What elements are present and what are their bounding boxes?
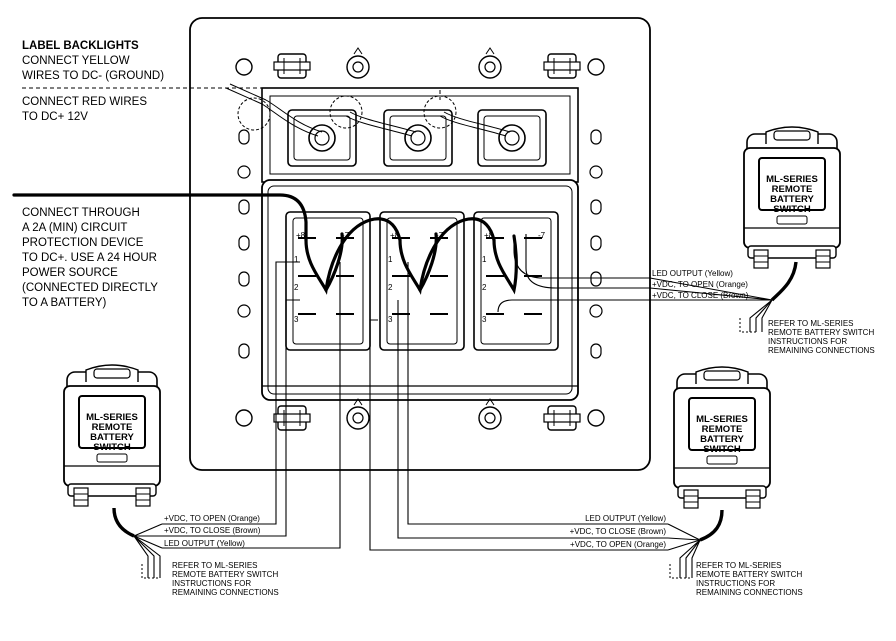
splice-markers — [237, 95, 457, 131]
circuit-breaker — [477, 109, 547, 167]
connect-note-line: CONNECT THROUGH — [22, 207, 140, 219]
battery-switch-label: REMOTE — [772, 184, 813, 195]
signal-wires — [162, 234, 668, 551]
wire-label-led: LED OUTPUT (Yellow) — [164, 539, 245, 548]
connect-note-line: (CONNECTED DIRECTLY — [22, 282, 158, 294]
connect-note-line: POWER SOURCE — [22, 267, 118, 279]
refer-note-line: REMAINING CONNECTIONS — [768, 346, 875, 355]
backlight-wires — [261, 99, 511, 137]
wire-clip-icon — [273, 405, 311, 431]
terminal-label: 2 — [388, 283, 393, 292]
refer-note-line: REFER TO ML-SERIES — [768, 319, 854, 328]
wire-labels-bottom-right: LED OUTPUT (Yellow) +VDC, TO CLOSE (Brow… — [570, 514, 667, 549]
connect-note-line: TO DC+. USE A 24 HOUR — [22, 252, 157, 264]
refer-note-line: INSTRUCTIONS FOR — [696, 579, 775, 588]
terminal-label: 3 — [388, 315, 393, 324]
wire-label-open: +VDC, TO OPEN (Orange) — [570, 540, 666, 549]
wire-label-led: LED OUTPUT (Yellow) — [652, 269, 733, 278]
red-note-line: CONNECT RED WIRES — [22, 96, 147, 108]
refer-note-bottom-right: REFER TO ML-SERIES REMOTE BATTERY SWITCH… — [696, 561, 803, 597]
yellow-note-line: CONNECT YELLOW — [22, 55, 130, 67]
battery-switch-label: ML-SERIES — [696, 414, 748, 425]
battery-switch-label: BATTERY — [700, 434, 744, 445]
battery-switch-label: BATTERY — [90, 432, 134, 443]
left-notes: LABEL BACKLIGHTS CONNECT YELLOW WIRES TO… — [22, 40, 164, 309]
refer-note-line: REMOTE BATTERY SWITCH — [172, 570, 278, 579]
terminal-label: 1 — [482, 255, 487, 264]
edge-slots-left — [237, 129, 251, 359]
battery-switch-label: ML-SERIES — [766, 174, 818, 185]
battery-switch-left: ML-SERIES REMOTE BATTERY SWITCH — [63, 364, 161, 507]
wire-label-led: LED OUTPUT (Yellow) — [585, 514, 666, 523]
terminal-label: 3 — [294, 315, 299, 324]
refer-note-line: REMAINING CONNECTIONS — [172, 588, 279, 597]
terminal-label: 3 — [482, 315, 487, 324]
battery-switch-label: ML-SERIES — [86, 412, 138, 423]
terminal-label: 2 — [294, 283, 299, 292]
terminal-label: +8 — [296, 231, 306, 240]
terminal-label: +8 — [390, 231, 400, 240]
refer-note-line: REMOTE BATTERY SWITCH — [768, 328, 874, 337]
terminal-label: 1 — [388, 255, 393, 264]
battery-switch-top-right: ML-SERIES REMOTE BATTERY SWITCH — [743, 126, 841, 269]
yellow-note-line: WIRES TO DC- (GROUND) — [22, 70, 164, 82]
battery-switch-label: BATTERY — [770, 194, 814, 205]
wire-label-close: +VDC, TO CLOSE (Brown) — [652, 291, 749, 300]
wire-clip-icon — [543, 53, 581, 79]
refer-note-line: REMOTE BATTERY SWITCH — [696, 570, 802, 579]
battery-switch-label: SWITCH — [773, 204, 811, 215]
battery-switch-label: SWITCH — [703, 444, 741, 455]
wire-labels-left: +VDC, TO OPEN (Orange) +VDC, TO CLOSE (B… — [164, 514, 261, 548]
wire-label-close: +VDC, TO CLOSE (Brown) — [570, 527, 667, 536]
terminal-label: +8 — [484, 231, 494, 240]
circuit-breaker — [383, 109, 453, 167]
red-note-line: TO DC+ 12V — [22, 111, 88, 123]
refer-note-line: INSTRUCTIONS FOR — [768, 337, 847, 346]
refer-note-line: REFER TO ML-SERIES — [172, 561, 258, 570]
wire-clip-icon — [543, 405, 581, 431]
harness-bottom-right — [667, 509, 724, 579]
wire-clip-icon — [273, 53, 311, 79]
refer-note-top-right: REFER TO ML-SERIES REMOTE BATTERY SWITCH… — [768, 319, 875, 355]
circuit-breaker — [287, 109, 357, 167]
harness-top-right — [649, 261, 798, 333]
harness-left — [112, 507, 163, 579]
terminal-label: 2 — [482, 283, 487, 292]
edge-slots-right — [589, 129, 603, 359]
corner-holes — [235, 58, 605, 427]
wire-label-open: +VDC, TO OPEN (Orange) — [652, 280, 748, 289]
backlight-heading: LABEL BACKLIGHTS — [22, 40, 139, 52]
connect-note-line: TO A BATTERY) — [22, 297, 107, 309]
terminal-label: 1 — [294, 255, 299, 264]
refer-note-line: REMAINING CONNECTIONS — [696, 588, 803, 597]
battery-switch-label: REMOTE — [92, 422, 133, 433]
switch-panel — [189, 17, 651, 471]
terminal-label: -7 — [538, 231, 546, 240]
battery-switch-bottom-right: ML-SERIES REMOTE BATTERY SWITCH — [673, 366, 771, 509]
refer-note-left: REFER TO ML-SERIES REMOTE BATTERY SWITCH… — [172, 561, 279, 597]
battery-switch-label: SWITCH — [93, 442, 131, 453]
backlight-bundle — [225, 83, 267, 105]
wire-label-open: +VDC, TO OPEN (Orange) — [164, 514, 260, 523]
refer-note-line: INSTRUCTIONS FOR — [172, 579, 251, 588]
connect-note-line: PROTECTION DEVICE — [22, 237, 144, 249]
wire-labels-top-right: LED OUTPUT (Yellow) +VDC, TO OPEN (Orang… — [652, 269, 749, 300]
battery-switch-label: REMOTE — [702, 424, 743, 435]
wire-label-close: +VDC, TO CLOSE (Brown) — [164, 526, 261, 535]
connect-note-line: A 2A (MIN) CIRCUIT — [22, 222, 127, 234]
refer-note-line: REFER TO ML-SERIES — [696, 561, 782, 570]
